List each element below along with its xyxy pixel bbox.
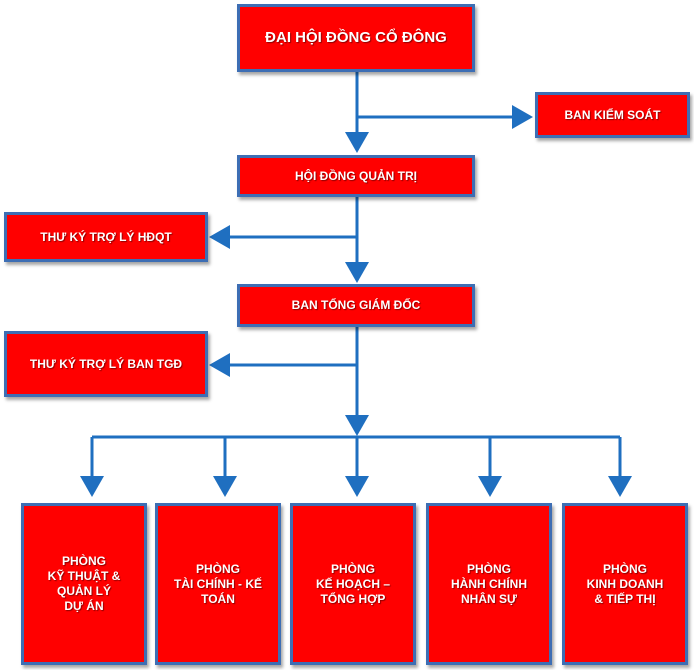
department-name: TÀI CHÍNH - KẾ TOÁN [174,576,262,606]
department-label: PHÒNG [61,554,106,568]
department-planning: PHÒNG KẾ HOẠCH – TỔNG HỢP [290,503,416,665]
board-of-directors-label: HỘI ĐỒNG QUẢN TRỊ [295,168,417,183]
management-secretary-label: THƯ KÝ TRỢ LÝ BAN TGĐ [29,356,183,371]
department-label: PHÒNG [466,561,511,576]
management-secretary-node: THƯ KÝ TRỢ LÝ BAN TGĐ [4,331,208,397]
supervisory-board-node: BAN KIỂM SOÁT [535,92,690,138]
shareholders-node: ĐẠI HỘI ĐỒNG CỔ ĐÔNG [237,4,475,72]
department-label: PHÒNG [195,561,240,576]
department-name: KỸ THUẬT & QUẢN LÝ DỰ ÁN [47,569,121,613]
department-technical: PHÒNG KỸ THUẬT & QUẢN LÝ DỰ ÁN [21,503,147,665]
board-secretary-node: THƯ KÝ TRỢ LÝ HĐQT [4,212,208,262]
board-secretary-label: THƯ KÝ TRỢ LÝ HĐQT [40,229,172,244]
general-management-label: BAN TỔNG GIÁM ĐỐC [291,298,421,312]
department-label: PHÒNG [330,561,375,576]
department-finance: PHÒNG TÀI CHÍNH - KẾ TOÁN [155,503,281,665]
supervisory-board-label: BAN KIỂM SOÁT [564,107,661,122]
department-label: PHÒNG [602,561,647,576]
department-administration: PHÒNG HÀNH CHÍNH NHÂN SỰ [426,503,552,665]
department-name: HÀNH CHÍNH NHÂN SỰ [451,576,527,606]
shareholders-label: ĐẠI HỘI ĐỒNG CỔ ĐÔNG [265,28,447,46]
board-of-directors-node: HỘI ĐỒNG QUẢN TRỊ [237,155,475,197]
general-management-node: BAN TỔNG GIÁM ĐỐC [237,284,475,327]
department-name: KẾ HOẠCH – TỔNG HỢP [315,576,390,606]
department-sales: PHÒNG KINH DOANH & TIẾP THỊ [562,503,688,665]
department-name: KINH DOANH & TIẾP THỊ [586,576,664,606]
